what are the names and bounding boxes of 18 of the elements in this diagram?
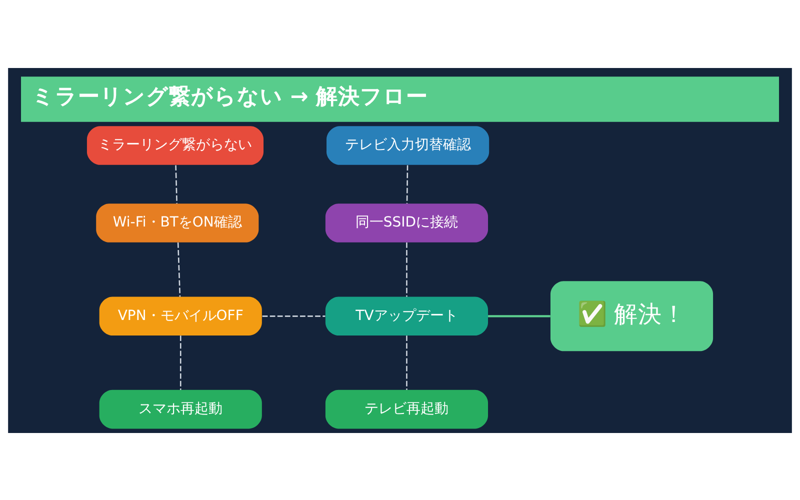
diagram-title: ミラーリング繋がらない → 解決フロー bbox=[32, 84, 428, 110]
node-box: TVアップデート bbox=[325, 296, 488, 336]
connector bbox=[406, 164, 408, 204]
connector bbox=[180, 335, 182, 390]
node-box: ミラーリング繋がらない bbox=[86, 126, 264, 164]
connector bbox=[406, 335, 408, 390]
connector bbox=[488, 314, 550, 317]
node-box: ✅ 解決！ bbox=[550, 280, 714, 351]
node-box: テレビ入力切替確認 bbox=[326, 126, 490, 164]
connector bbox=[177, 242, 181, 296]
node-box: VPN・モバイルOFF bbox=[99, 296, 262, 336]
connector bbox=[175, 164, 178, 204]
node-box: 同一SSIDに接続 bbox=[325, 203, 488, 242]
connector bbox=[406, 242, 408, 296]
node-box: スマホ再起動 bbox=[99, 389, 262, 428]
connector bbox=[262, 315, 326, 316]
node-box: Wi-Fi・BTをON確認 bbox=[96, 203, 259, 242]
node-box: テレビ再起動 bbox=[325, 389, 488, 428]
